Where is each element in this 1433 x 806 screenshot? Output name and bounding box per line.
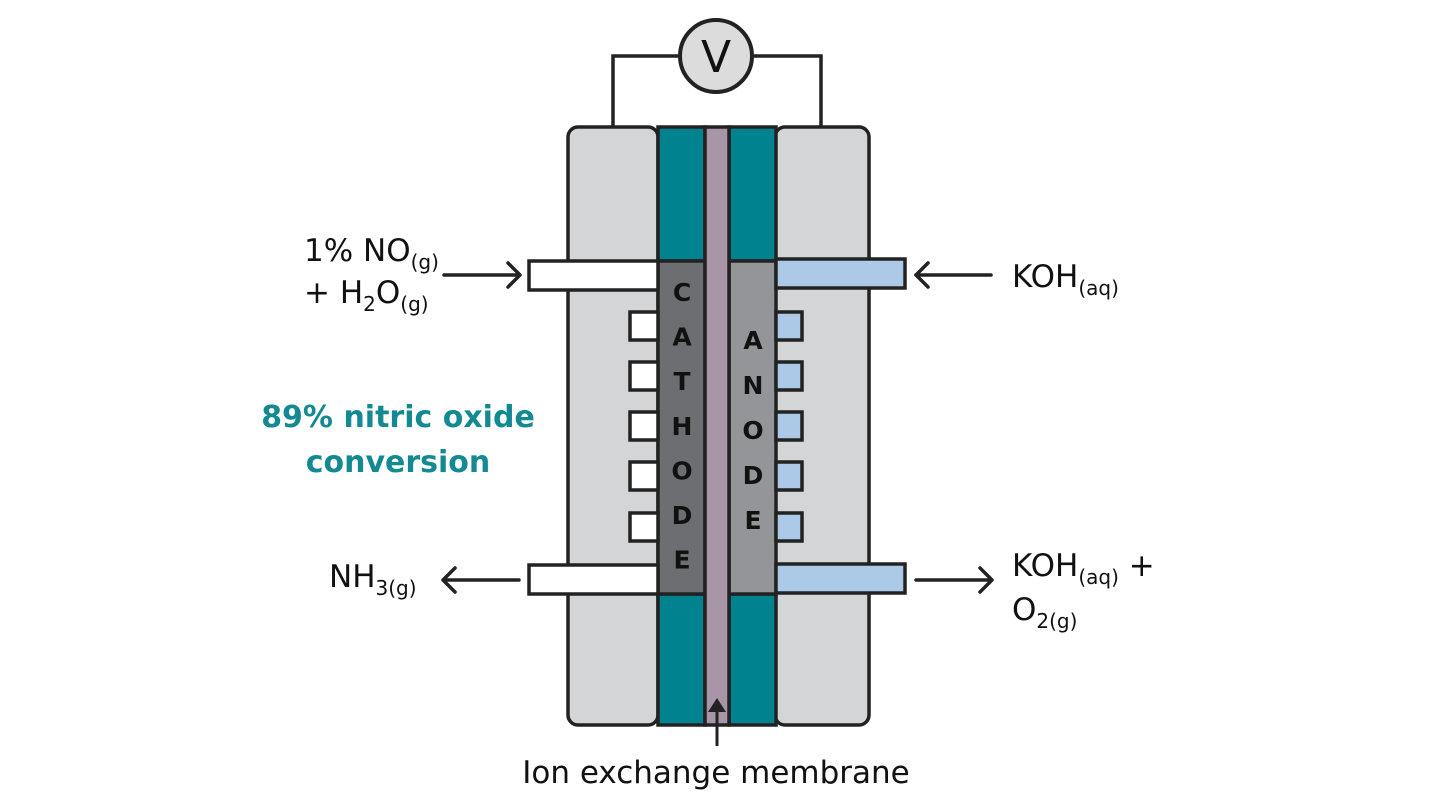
anode-bottom-gasket <box>727 592 778 727</box>
anode-channel <box>774 460 804 492</box>
anode-channel <box>774 360 804 392</box>
anode-outlet-label-line1: KOH(aq) + <box>1012 548 1155 589</box>
anode-inlet-label: KOH(aq) <box>1012 259 1119 300</box>
anode-inlet-arrow-icon <box>914 261 993 289</box>
cathode-inlet-arrow-icon <box>442 261 522 289</box>
cathode-channel <box>628 360 660 392</box>
anode-channel <box>774 511 804 543</box>
anode-outlet-label-line2: O2(g) <box>1012 592 1077 633</box>
circuit-wire <box>611 54 823 127</box>
cathode-inlet-label-line1: 1% NO(g) <box>304 233 439 274</box>
conversion-label-line2: conversion <box>306 445 491 480</box>
cathode-outlet-label: NH3(g) <box>329 559 417 600</box>
voltmeter-label: V <box>701 32 731 83</box>
cathode-channel <box>628 410 660 442</box>
cathode-top-gasket <box>656 125 707 263</box>
ion-exchange-membrane <box>703 125 731 727</box>
anode-inlet-tube <box>774 257 907 290</box>
membrane-pointer-arrow-icon <box>708 698 726 746</box>
cathode-flow-channels <box>628 310 660 543</box>
cathode-inlet-label-line2: + H2O(g) <box>304 275 429 316</box>
anode-flow-channels <box>774 310 804 543</box>
anode-outlet-arrow-icon <box>914 566 994 594</box>
anode-top-gasket <box>727 125 778 263</box>
anode-electrode <box>727 259 778 596</box>
arrow-icons <box>441 261 994 594</box>
cathode-electrode <box>656 259 707 596</box>
cathode-channel <box>628 511 660 543</box>
cathode-outlet-tube <box>527 563 660 596</box>
cathode-inlet-tube <box>527 259 660 292</box>
conversion-label-line1: 89% nitric oxide <box>261 400 535 435</box>
cathode-channel <box>628 310 660 342</box>
cathode-bottom-gasket <box>656 592 707 727</box>
anode-channel <box>774 310 804 342</box>
cathode-channel <box>628 460 660 492</box>
anode-outlet-tube <box>774 562 907 595</box>
cathode-outlet-arrow-icon <box>441 566 521 594</box>
membrane-label: Ion exchange membrane <box>522 755 910 791</box>
anode-channel <box>774 410 804 442</box>
voltmeter-icon: V <box>678 18 754 94</box>
